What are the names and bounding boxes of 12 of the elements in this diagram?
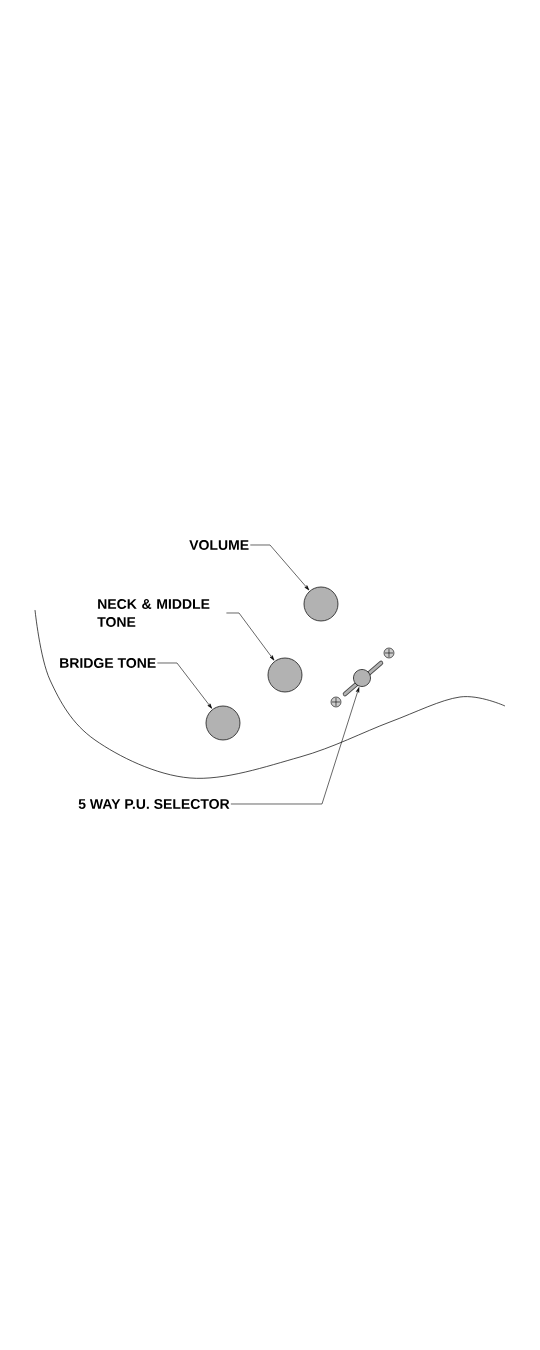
knob — [205, 705, 241, 741]
knob — [303, 586, 339, 622]
knob — [267, 657, 303, 693]
selector-switch — [330, 647, 395, 708]
control-label: BRIDGE TONE — [60, 658, 156, 668]
leader-line — [230, 687, 360, 805]
leader-line — [250, 544, 310, 591]
leader-line — [157, 662, 213, 709]
control-label: NECK & MIDDLE TONE — [97, 599, 210, 627]
control-label: 5 WAY P.U. SELECTOR — [78, 799, 230, 809]
leader-line — [226, 612, 275, 661]
control-label: VOLUME — [189, 540, 249, 550]
